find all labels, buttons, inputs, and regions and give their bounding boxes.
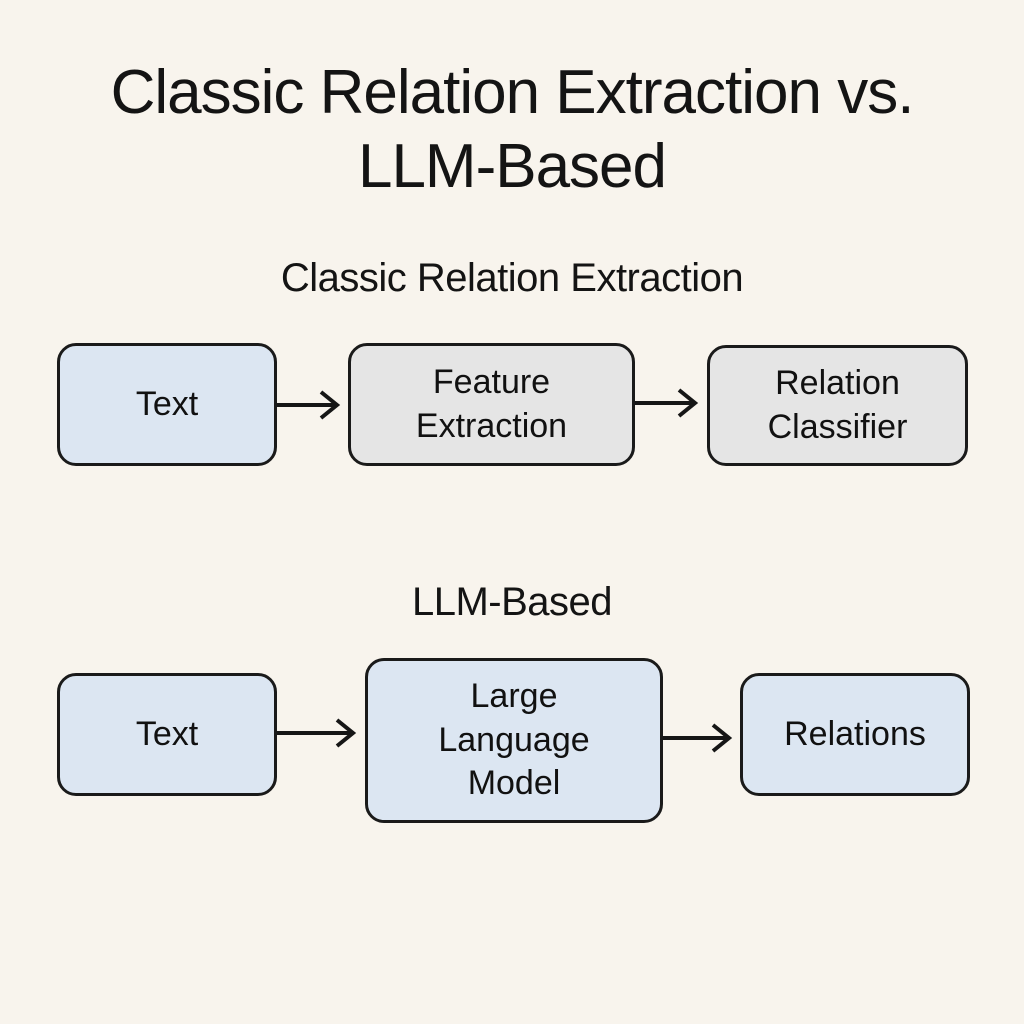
node-relation-classifier: Relation Classifier <box>707 345 968 466</box>
node-text-classic: Text <box>57 343 277 466</box>
node-label: Text <box>135 714 199 753</box>
node-label: Feature Extraction <box>415 362 568 445</box>
page-title: Classic Relation Extraction vs. LLM-Base… <box>0 56 1024 205</box>
node-feature-extraction: Feature Extraction <box>348 343 635 466</box>
page-title-line2: LLM-Based <box>357 132 667 202</box>
page-title-line1: Classic Relation Extraction vs. <box>110 58 915 127</box>
node-relations: Relations <box>740 673 970 796</box>
arrow-right-icon <box>275 711 363 755</box>
section-heading-llm: LLM-Based <box>411 580 613 624</box>
arrow-right-icon <box>661 716 739 760</box>
node-label: Text <box>135 384 199 423</box>
node-label: Relation Classifier <box>767 363 908 446</box>
node-text-llm: Text <box>57 673 277 796</box>
node-large-language-model: Large Language Model <box>365 658 663 823</box>
node-label: Relations <box>784 714 926 753</box>
arrow-right-icon <box>275 383 347 427</box>
node-label: Large Language Model <box>438 677 590 803</box>
section-heading-classic: Classic Relation Extraction <box>280 256 744 300</box>
arrow-right-icon <box>633 381 705 425</box>
